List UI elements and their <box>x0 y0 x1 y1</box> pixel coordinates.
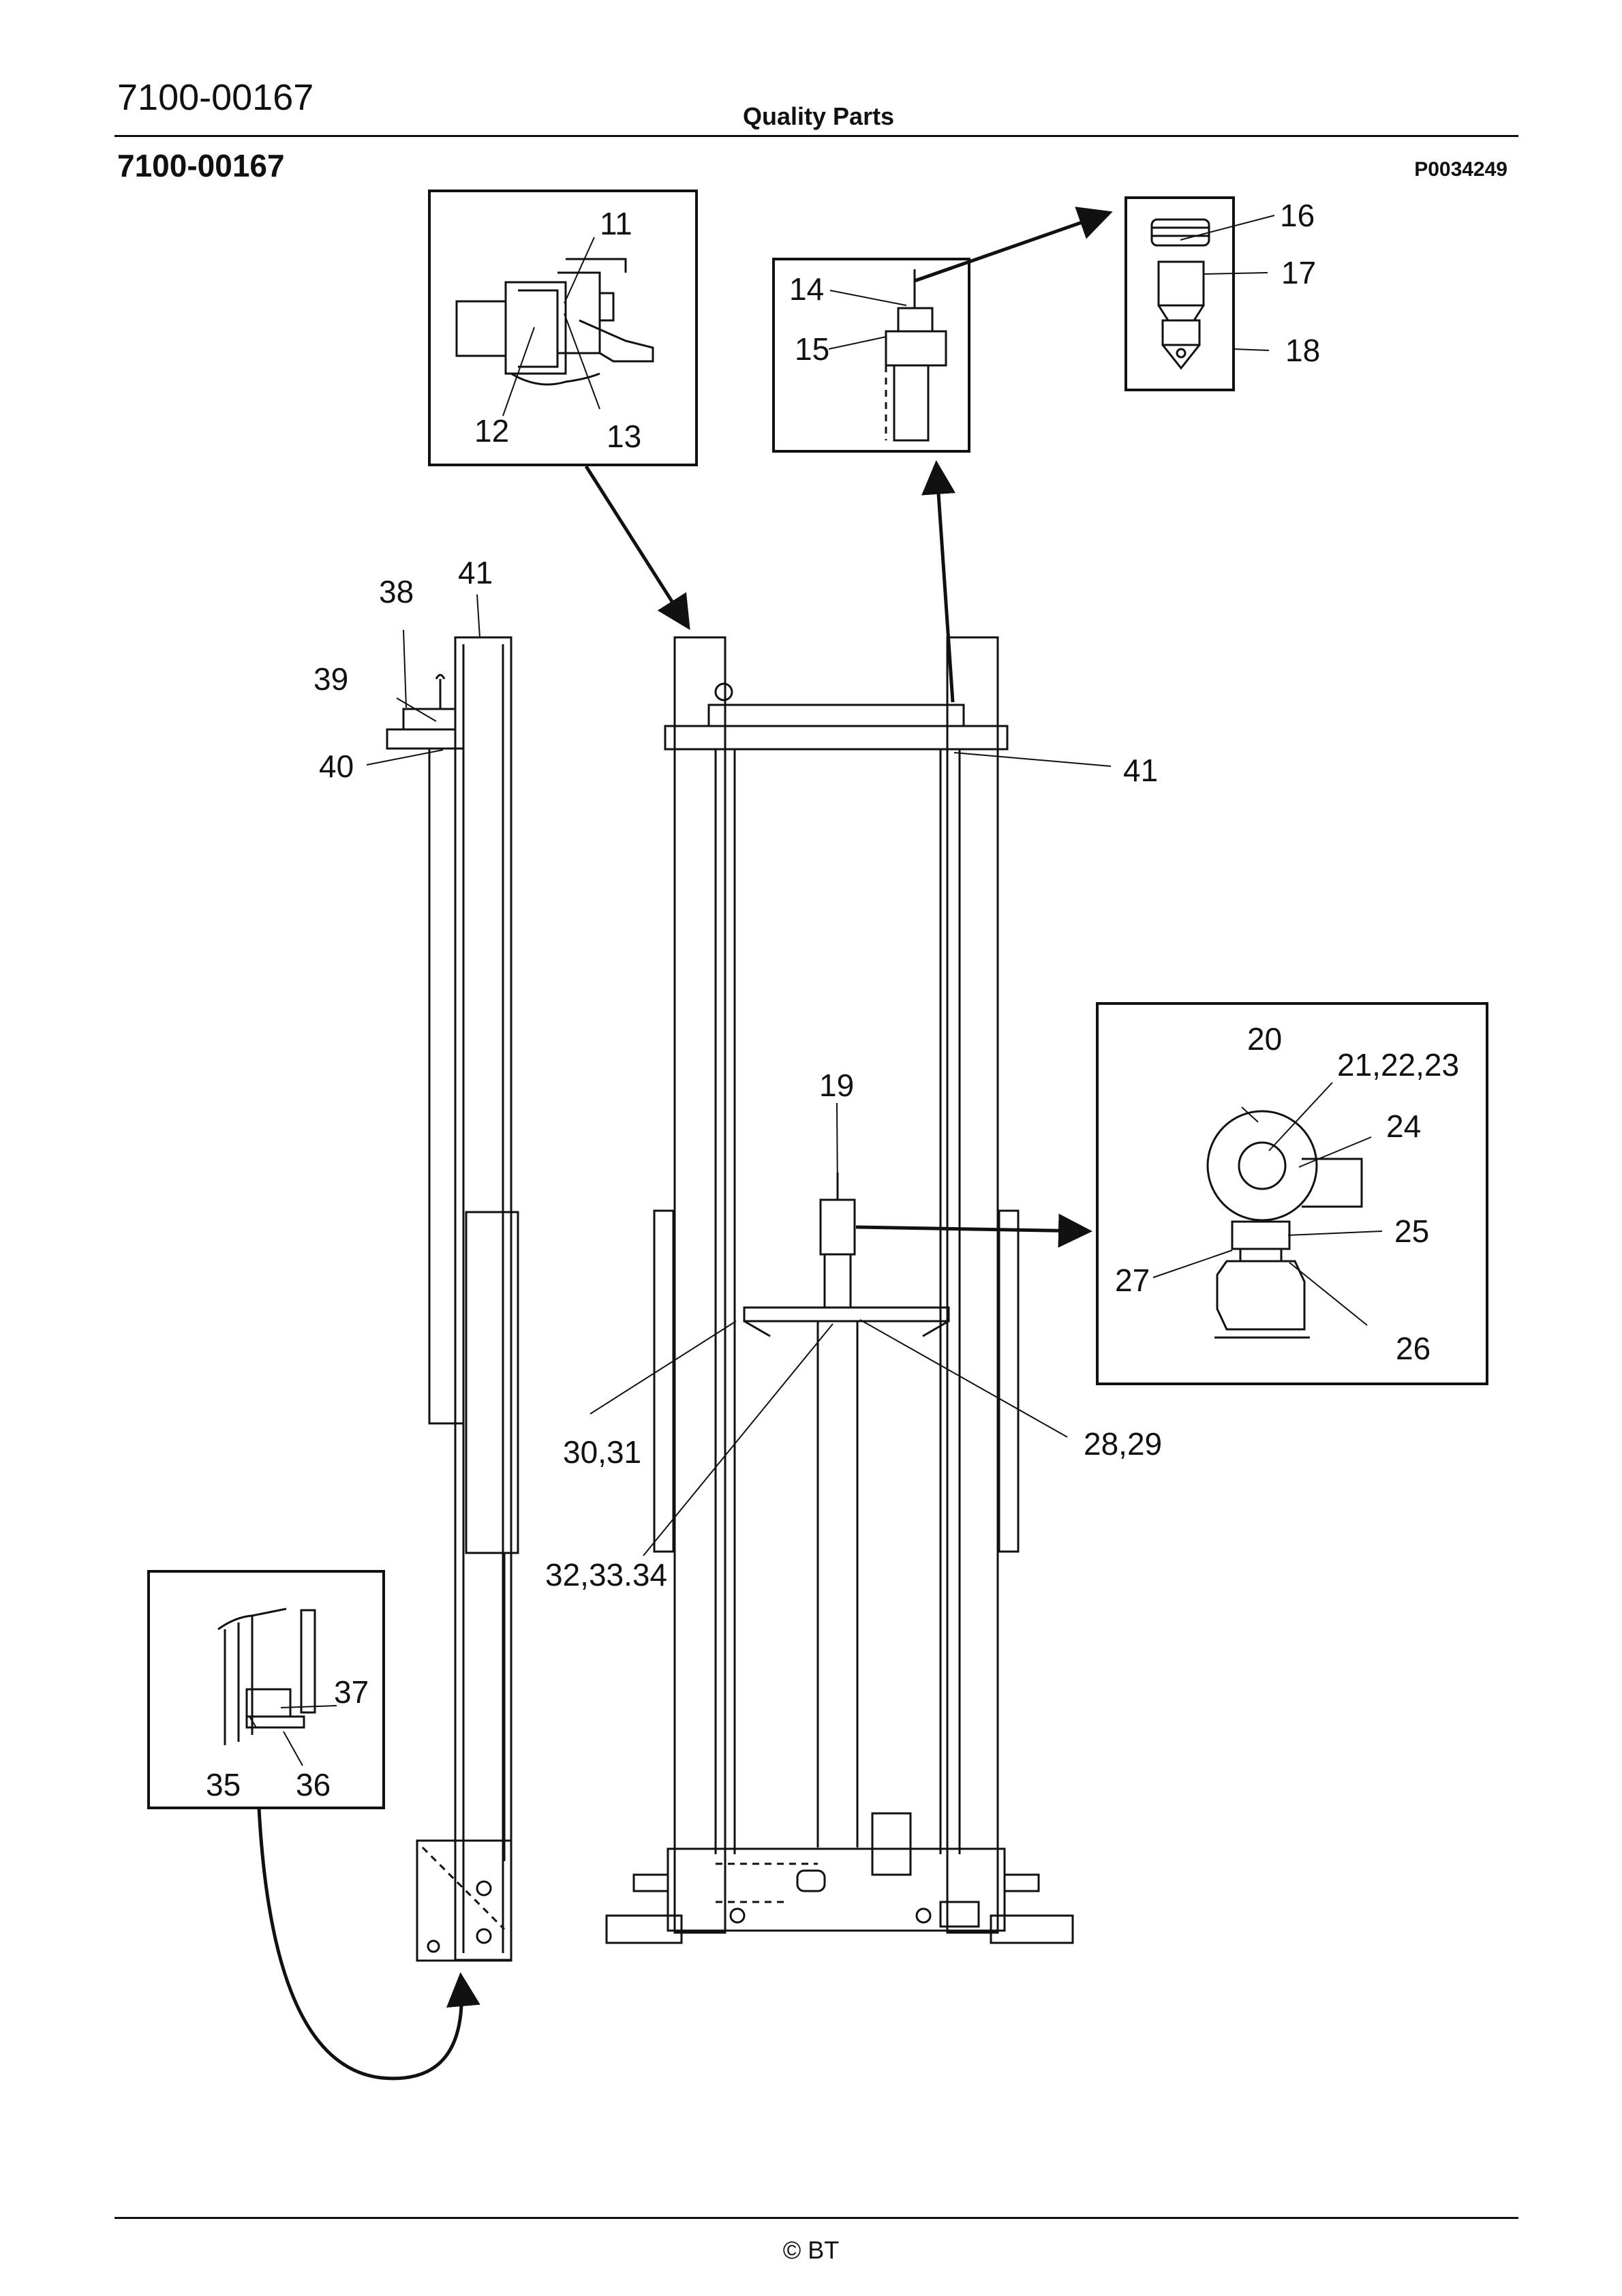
callout-28-29: 28,29 <box>1084 1426 1162 1462</box>
copyright: © BT <box>782 2236 840 2264</box>
callout-27: 27 <box>1115 1263 1150 1298</box>
pointer-arrows <box>257 207 1113 2081</box>
detail-valve <box>1124 196 1235 391</box>
callout-18: 18 <box>1285 333 1320 368</box>
callout-37: 37 <box>334 1674 369 1710</box>
document-number: 7100-00167 <box>117 77 314 118</box>
callout-labels: 11 12 13 14 15 16 17 18 19 20 21,22,23 2… <box>206 198 1459 1802</box>
callout-38: 38 <box>379 574 414 609</box>
document-title: Quality Parts <box>743 102 895 130</box>
callout-35: 35 <box>206 1767 241 1802</box>
callout-30-31: 30,31 <box>563 1434 641 1470</box>
callout-17: 17 <box>1281 255 1316 290</box>
callout-36: 36 <box>296 1767 331 1802</box>
callout-25: 25 <box>1394 1213 1429 1249</box>
callout-32-33-34: 32,33.34 <box>545 1557 667 1592</box>
callout-15: 15 <box>795 331 829 367</box>
callout-41-side: 41 <box>458 555 493 590</box>
drawing-number: 7100-00167 <box>117 148 285 183</box>
header-rule <box>114 135 1518 137</box>
callout-41-front: 41 <box>1123 753 1158 788</box>
mast-side-view <box>386 636 519 1962</box>
callout-16: 16 <box>1280 198 1315 233</box>
mast-front-view <box>605 636 1074 1944</box>
detail-roller <box>428 190 698 466</box>
footer-rule <box>114 2217 1518 2219</box>
detail-bottom-pad <box>147 1570 385 1809</box>
callout-21-22-23: 21,22,23 <box>1337 1047 1459 1083</box>
callout-40: 40 <box>319 749 354 784</box>
drawing-reference: P0034249 <box>1414 158 1508 181</box>
callout-11: 11 <box>600 206 632 241</box>
callout-39: 39 <box>313 661 348 697</box>
leader-lines <box>249 215 1383 1766</box>
callout-19: 19 <box>819 1068 854 1103</box>
callout-12: 12 <box>474 413 509 449</box>
callout-13: 13 <box>607 419 641 454</box>
callout-14: 14 <box>789 271 824 307</box>
callout-20: 20 <box>1247 1021 1282 1057</box>
detail-cylinder-top <box>772 258 970 453</box>
callout-26: 26 <box>1396 1331 1430 1366</box>
detail-chain-anchor <box>1096 1002 1488 1385</box>
callout-24: 24 <box>1386 1108 1421 1144</box>
